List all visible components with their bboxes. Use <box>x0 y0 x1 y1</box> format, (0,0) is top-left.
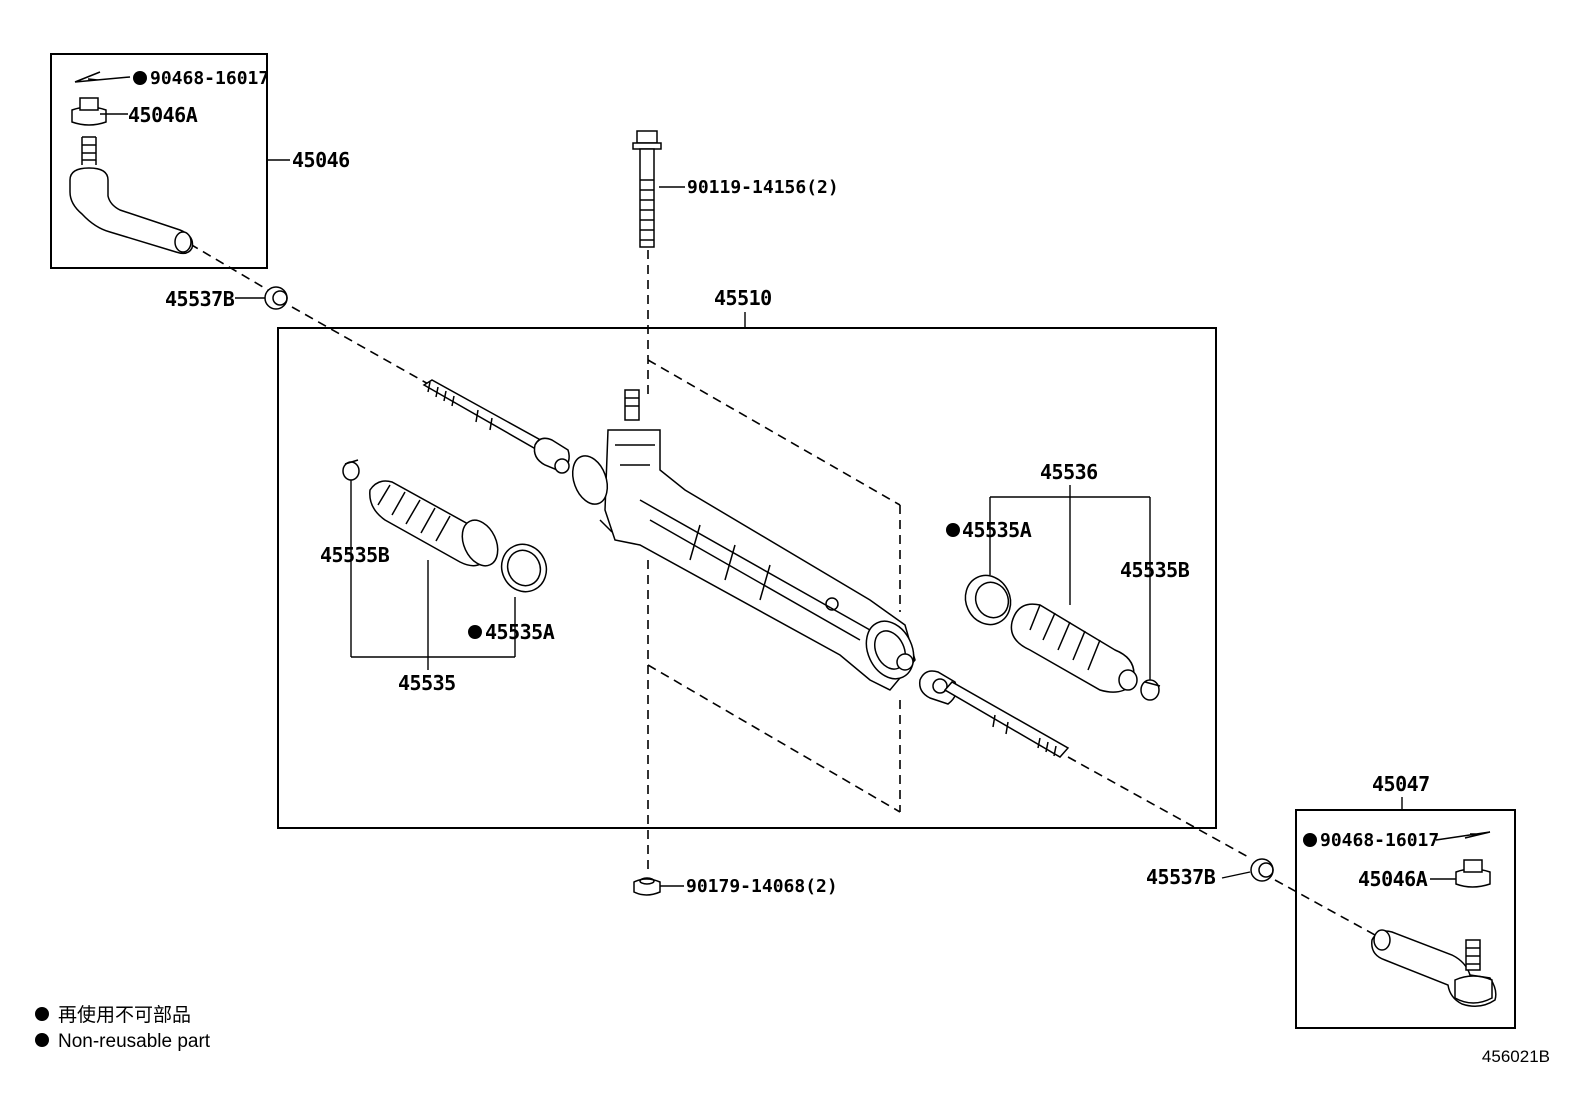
bolt <box>632 130 662 248</box>
label-grommet-left: 45537B <box>165 287 235 311</box>
label-castle-nut-bottom: 45046A <box>1358 867 1428 891</box>
label-clamp-left-b: 45535B <box>320 543 390 567</box>
label-clamp-left-a: 45535A <box>485 620 555 644</box>
label-boot-set-left: 45535 <box>398 671 456 695</box>
castle-nut-top <box>71 97 107 126</box>
label-tie-rod-end-left: 45046 <box>292 148 350 172</box>
label-boot-set-right: 45536 <box>1040 460 1098 484</box>
label-clamp-right-a: 45535A <box>962 518 1032 542</box>
right-inner-tie-rod <box>918 670 1070 758</box>
label-bolt: 90119-14156(2) <box>687 177 839 198</box>
alignment-lines <box>189 243 1376 936</box>
legend: 再使用不可部品 Non-reusable part <box>35 1004 211 1052</box>
non-reusable-marker-left-clamp <box>468 625 482 639</box>
label-cotter-pin-bottom: 90468-16017 <box>1320 830 1439 851</box>
legend-text-ja: 再使用不可部品 <box>58 1004 191 1026</box>
left-tie-rod-end <box>69 136 194 255</box>
grommet-left <box>264 286 288 310</box>
left-inner-tie-rod <box>422 379 570 474</box>
castle-nut-bottom <box>1455 859 1491 888</box>
leader-lines <box>100 113 1456 887</box>
label-grommet-right: 45537B <box>1146 865 1216 889</box>
right-boot-set <box>964 574 1161 701</box>
right-tie-rod-end <box>1371 929 1497 1007</box>
steering-gear-housing <box>571 389 916 691</box>
left-boot-set <box>342 459 548 593</box>
left-tie-rod-end-box <box>50 53 268 269</box>
label-gear-assembly: 45510 <box>714 286 772 310</box>
right-tie-rod-end-box <box>1295 809 1516 1029</box>
legend-marker-ja <box>35 1007 49 1021</box>
gear-assembly-box <box>277 327 1217 829</box>
legend-marker-en <box>35 1033 49 1047</box>
label-lower-nut: 90179-14068(2) <box>686 876 838 897</box>
cotter-pin-top <box>74 71 147 85</box>
label-castle-nut-top: 45046A <box>128 103 198 127</box>
lower-nut <box>633 877 661 896</box>
grommet-right <box>1250 858 1274 882</box>
non-reusable-marker-right-clamp <box>946 523 960 537</box>
label-clamp-right-b: 45535B <box>1120 558 1190 582</box>
label-tie-rod-end-right: 45047 <box>1372 772 1430 796</box>
label-cotter-pin-top: 90468-16017 <box>150 68 269 89</box>
cotter-pin-bottom <box>1303 831 1491 847</box>
figure-reference: 456021B <box>1482 1047 1550 1066</box>
legend-text-en: Non-reusable part <box>58 1031 211 1052</box>
